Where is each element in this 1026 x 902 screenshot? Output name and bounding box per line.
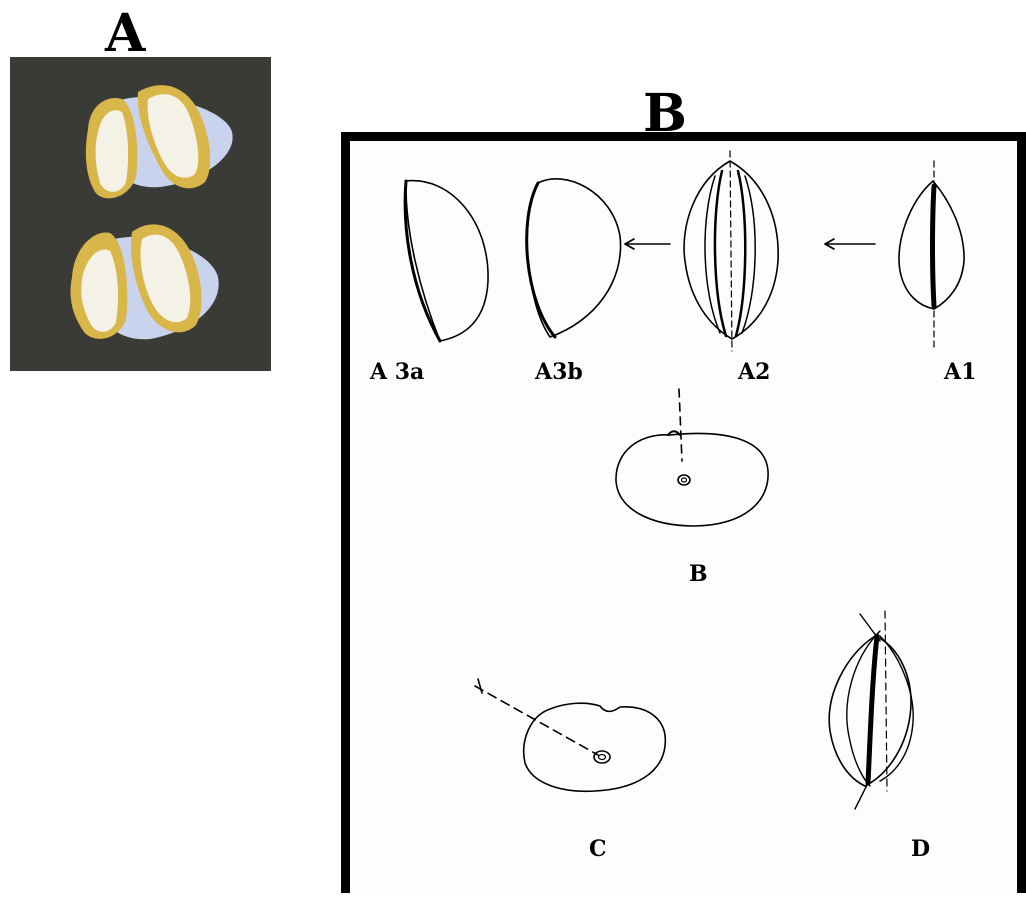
label-a2: A2 <box>738 361 770 383</box>
panel-a-title: A <box>105 8 145 60</box>
label-a3b: A3b <box>535 361 583 383</box>
arrow-a2-to-a3b <box>625 239 670 249</box>
sketch-d <box>829 611 913 809</box>
sketch-b <box>616 389 768 526</box>
sketch-drawing <box>350 141 1017 902</box>
seed-photo <box>10 57 271 371</box>
sketch-a3a <box>406 181 488 341</box>
label-c: C <box>589 838 607 860</box>
sketch-c <box>475 679 665 791</box>
sketch-frame: A 3a A3b A2 A1 B C D <box>341 132 1026 893</box>
seed-photo-image <box>10 57 271 371</box>
sketch-a2 <box>684 151 778 351</box>
sketch-a1 <box>899 161 964 351</box>
label-a1: A1 <box>944 361 976 383</box>
label-b: B <box>689 563 708 585</box>
arrow-a1-to-a2 <box>825 239 875 249</box>
label-a3a: A 3a <box>370 361 424 383</box>
label-d: D <box>911 838 930 860</box>
